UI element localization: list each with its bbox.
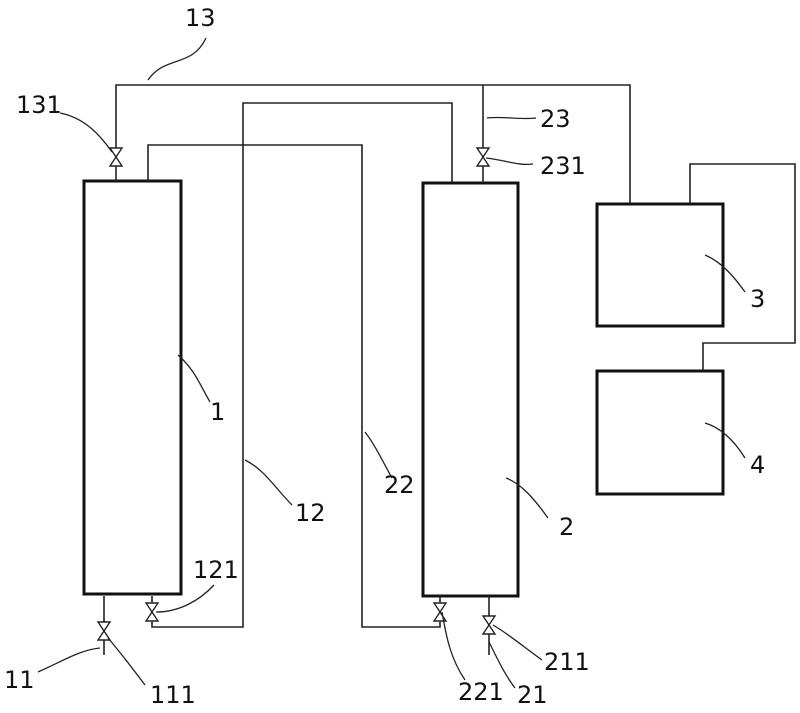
label-211: 211 bbox=[544, 648, 590, 676]
label-13: 13 bbox=[185, 4, 216, 32]
column-2 bbox=[423, 183, 518, 596]
label-231: 231 bbox=[540, 152, 586, 180]
leader-121 bbox=[156, 585, 214, 612]
leader-13 bbox=[148, 38, 206, 80]
leader-221 bbox=[442, 612, 465, 680]
label-21: 21 bbox=[517, 681, 548, 709]
leader-211 bbox=[493, 625, 542, 660]
label-221: 221 bbox=[458, 678, 504, 706]
pipe-12 bbox=[152, 103, 452, 627]
valve-111[interactable] bbox=[98, 622, 110, 640]
unit-4 bbox=[597, 371, 723, 494]
leader-231 bbox=[486, 158, 533, 164]
label-4: 4 bbox=[750, 451, 765, 479]
unit-3 bbox=[597, 204, 723, 326]
label-3: 3 bbox=[750, 285, 765, 313]
pipe-22 bbox=[148, 145, 440, 627]
leader-1 bbox=[178, 355, 210, 402]
valve-231[interactable] bbox=[477, 148, 489, 166]
leader-131 bbox=[60, 113, 112, 152]
leader-23 bbox=[487, 117, 536, 118]
label-131: 131 bbox=[16, 91, 62, 119]
leader-12 bbox=[245, 460, 292, 505]
column-1 bbox=[84, 181, 181, 594]
label-111: 111 bbox=[150, 681, 196, 709]
label-22: 22 bbox=[384, 471, 415, 499]
leader-3 bbox=[705, 255, 745, 292]
label-23: 23 bbox=[540, 105, 571, 133]
leader-11 bbox=[38, 648, 100, 672]
label-1: 1 bbox=[210, 398, 225, 426]
label-11: 11 bbox=[4, 666, 35, 694]
label-121: 121 bbox=[193, 556, 239, 584]
connection-3-4 bbox=[690, 164, 795, 371]
leader-2 bbox=[506, 478, 548, 518]
leader-111 bbox=[108, 638, 145, 685]
leader-4 bbox=[705, 423, 745, 458]
label-2: 2 bbox=[559, 513, 574, 541]
label-12: 12 bbox=[295, 499, 326, 527]
valve-221[interactable] bbox=[434, 603, 446, 621]
